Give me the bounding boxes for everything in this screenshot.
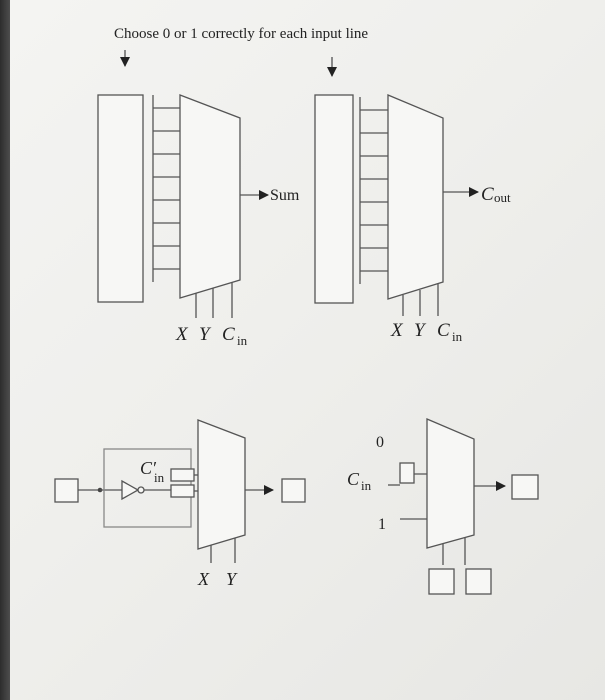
br-bottom-input-label: 1 — [378, 516, 386, 533]
bl-mux-body — [197, 419, 246, 550]
bl-label-y: Y — [226, 569, 238, 589]
mux-cout-label-x: X — [390, 320, 404, 341]
mux-cout-input-lines — [359, 97, 388, 284]
mux-bottom-right — [388, 418, 539, 595]
mux-cout-output-label: C — [481, 184, 494, 205]
bl-label-x: X — [197, 569, 210, 589]
instruction-text: Choose 0 or 1 correctly for each input l… — [114, 26, 369, 42]
mux-sum-body — [179, 94, 241, 299]
mux-sum-label-y: Y — [199, 324, 212, 345]
mux-cout-label-c: C — [437, 320, 450, 341]
mux-sum-label-in: in — [237, 333, 248, 348]
mux-bottom-left — [54, 419, 306, 563]
bl-inverter-bubble — [137, 486, 145, 494]
br-select-box-2 — [465, 568, 492, 595]
bl-inverter-sub: in — [154, 470, 165, 485]
mux-sum — [97, 94, 269, 318]
mux-sum-select-labels: X Y C in — [175, 324, 248, 348]
bl-inverter-triangle — [121, 479, 140, 501]
br-output-square — [511, 474, 539, 500]
mux-cout-output-sub: out — [494, 190, 511, 205]
bl-bottom-input-box — [170, 484, 195, 498]
mux-cout-select-labels: X Y C in — [390, 320, 463, 344]
bl-inverter-label: C′ — [140, 458, 157, 478]
bl-select-labels: X Y — [197, 569, 238, 589]
mux-cout-label-y: Y — [414, 320, 427, 341]
mux-cout-body — [387, 94, 444, 300]
bl-top-input-box — [170, 468, 195, 482]
mux-cout — [314, 94, 479, 316]
br-select-box-1 — [428, 568, 455, 595]
mux-sum-output-label: Sum — [270, 187, 300, 204]
br-cin-label: C — [347, 469, 360, 489]
mux-sum-input-box — [97, 94, 144, 303]
mux-sum-input-lines — [152, 95, 180, 282]
bl-input-square — [54, 478, 79, 503]
mux-cout-label-in: in — [452, 329, 463, 344]
mux-sum-label-x: X — [175, 324, 189, 345]
br-cin-sub: in — [361, 478, 372, 493]
mux-sum-label-c: C — [222, 324, 235, 345]
br-top-input-label: 0 — [376, 434, 384, 451]
mux-cout-input-box — [314, 94, 354, 304]
br-mux-body — [426, 418, 475, 549]
bl-output-square — [281, 478, 306, 503]
br-top-input-box — [399, 462, 415, 484]
